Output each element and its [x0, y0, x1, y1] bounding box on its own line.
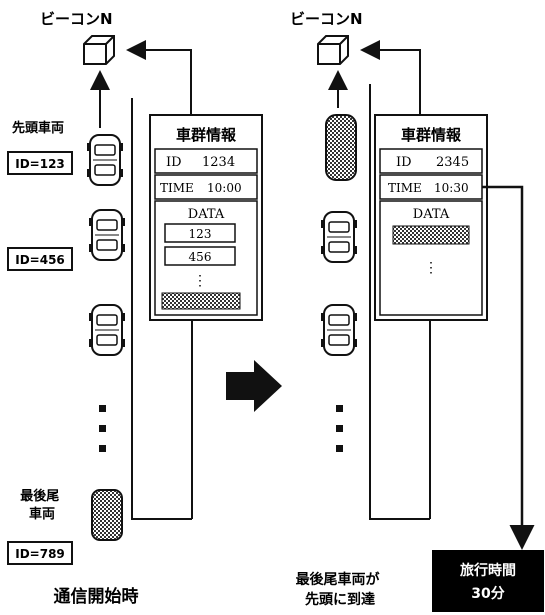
left-data-ellipsis: ⋮: [193, 273, 207, 289]
left-id-value: 1234: [202, 155, 235, 170]
left-panel: ビーコンN 先頭車両 ID=123 ID=456 最後尾 車両 ID=789 車…: [8, 10, 262, 607]
right-id-value: 2345: [436, 155, 469, 170]
right-dot-1: [336, 405, 343, 412]
right-data-ellipsis: ⋮: [424, 260, 438, 276]
left-beacon-label: ビーコンN: [40, 10, 113, 28]
car-2-icon: [89, 210, 125, 260]
left-data-entry-2-text: 456: [189, 250, 212, 264]
left-data-entry-1-text: 123: [189, 227, 212, 241]
transition-arrow: [226, 360, 282, 412]
vehicle-id-3: ID=789: [15, 547, 65, 561]
left-caption: 通信開始時: [54, 586, 139, 607]
left-dot-1: [99, 405, 106, 412]
right-panel: ビーコンN 車群情報 ID 2345 TIME 10:30 DATA ⋮ 最後尾…: [290, 10, 522, 608]
result-line-2: 30分: [471, 586, 504, 602]
left-time-value: 10:00: [207, 181, 242, 195]
right-id-label: ID: [396, 155, 412, 170]
left-data-entry-hatched: [162, 293, 240, 309]
right-info-title: 車群情報: [401, 126, 462, 144]
left-id-label: ID: [166, 155, 182, 170]
right-caption-line1: 最後尾車両が: [296, 571, 381, 588]
vehicle-id-2: ID=456: [15, 253, 65, 267]
left-dot-2: [99, 425, 106, 432]
right-car-2-icon: [321, 212, 357, 262]
right-dot-2: [336, 425, 343, 432]
right-data-label: DATA: [413, 207, 450, 222]
right-time-value: 10:30: [434, 181, 469, 195]
right-dot-3: [336, 445, 343, 452]
right-time-label: TIME: [388, 181, 422, 195]
left-dot-3: [99, 445, 106, 452]
car-3-icon: [89, 305, 125, 355]
right-box-to-beacon-arrow: [364, 50, 420, 115]
right-caption: 最後尾車両が 先頭に到達: [296, 571, 385, 608]
left-data-label: DATA: [188, 207, 225, 222]
left-time-label: TIME: [160, 181, 194, 195]
last-vehicle-label-line1: 最後尾: [20, 488, 59, 504]
left-beacon-icon: [84, 36, 114, 64]
right-caption-line2: 先頭に到達: [305, 591, 375, 608]
left-box-to-beacon-arrow: [130, 50, 191, 115]
result-line-1: 旅行時間: [460, 562, 516, 579]
vehicle-id-1: ID=123: [15, 157, 65, 171]
last-car-icon: [92, 490, 122, 540]
right-beacon-icon: [318, 36, 348, 64]
lead-vehicle-label: 先頭車両: [12, 120, 64, 136]
left-info-title: 車群情報: [176, 126, 237, 144]
result-box: [432, 550, 544, 612]
last-vehicle-label-line2: 車両: [29, 506, 55, 522]
right-car-3-icon: [321, 305, 357, 355]
right-beacon-label: ビーコンN: [290, 10, 363, 28]
right-last-car-at-front-icon: [326, 115, 356, 180]
right-data-entry-hatched: [393, 226, 469, 244]
lead-car-icon: [87, 135, 123, 185]
last-vehicle-label: 最後尾 車両: [20, 488, 64, 522]
